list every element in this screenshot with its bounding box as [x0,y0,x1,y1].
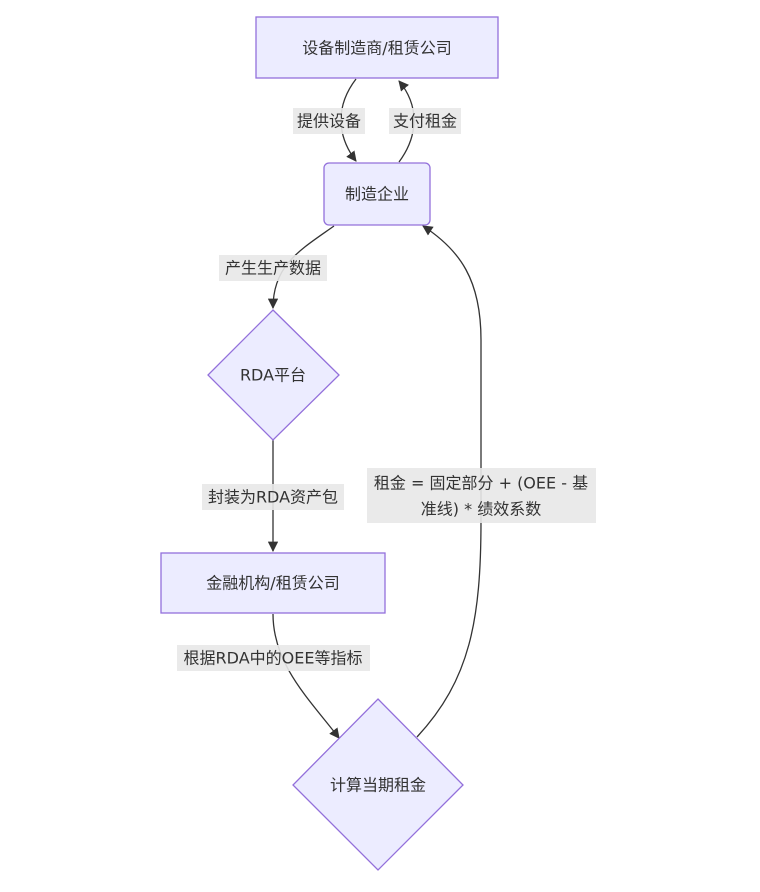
node-supplier[interactable]: 设备制造商/租赁公司 [255,16,499,79]
node-calc-label: 计算当期租金 [330,776,426,795]
svg-text:产生生产数据: 产生生产数据 [225,259,321,278]
svg-text:提供设备: 提供设备 [297,112,361,131]
node-calc[interactable]: 计算当期租金 [292,698,464,871]
node-manufacturer[interactable]: 制造企业 [323,162,431,226]
edge-by-oee [272,613,340,739]
edge-label-package-rda: 封装为RDA资产包 [202,484,344,510]
svg-text:封装为RDA资产包: 封装为RDA资产包 [208,488,338,507]
formula-line-1: 租金 = 固定部分 + (OEE - 基 [374,474,588,493]
edge-label-produce-data: 产生生产数据 [219,255,327,281]
edge-label-pay-rent: 支付租金 [389,108,461,134]
edge-label-by-oee: 根据RDA中的OEE等指标 [177,645,370,671]
edge-formula-back [416,225,482,738]
edge-label-formula: 租金 = 固定部分 + (OEE - 基 准线) * 绩效系数 [367,468,596,523]
node-rda-platform-label: RDA平台 [240,366,306,385]
node-supplier-label: 设备制造商/租赁公司 [302,39,451,58]
svg-text:根据RDA中的OEE等指标: 根据RDA中的OEE等指标 [184,649,363,668]
formula-line-2: 准线) * 绩效系数 [421,500,541,519]
svg-text:支付租金: 支付租金 [393,112,457,131]
node-financier-label: 金融机构/租赁公司 [206,574,339,593]
node-manufacturer-label: 制造企业 [345,185,409,204]
node-financier[interactable]: 金融机构/租赁公司 [160,552,386,614]
edge-label-provide-equipment: 提供设备 [293,108,365,134]
node-rda-platform[interactable]: RDA平台 [207,309,340,441]
